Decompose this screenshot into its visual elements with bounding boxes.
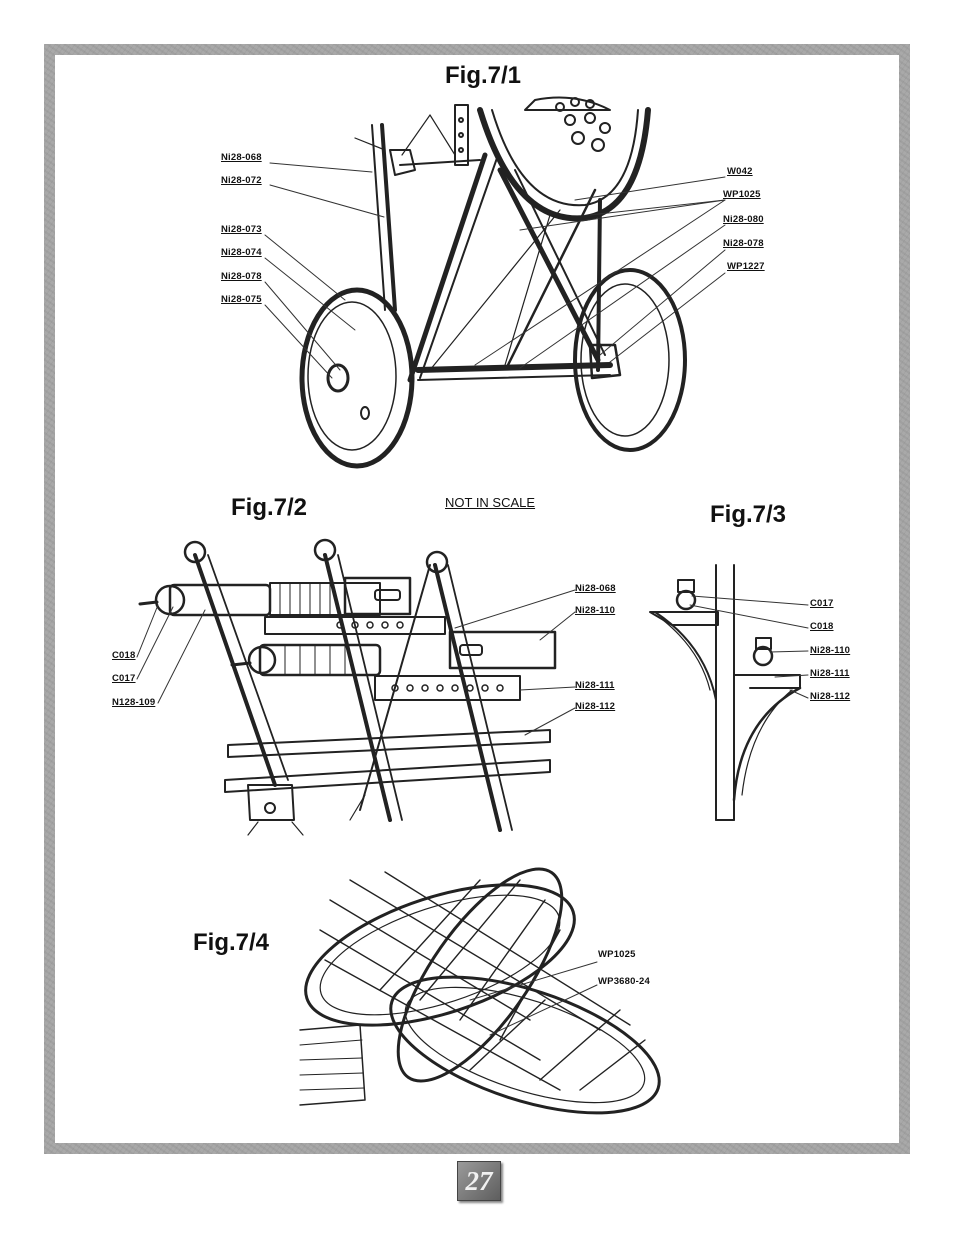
- fig4-title: Fig.7/4: [193, 929, 270, 956]
- fig4-tail-frame-drawing: [299, 867, 661, 1115]
- fig1-label: W042: [727, 166, 753, 177]
- fig2-label: Ni28-068: [575, 583, 616, 594]
- fig2-label: Ni28-112: [575, 701, 616, 712]
- fig1-label: Ni28-074: [221, 247, 262, 258]
- fig2-label: Ni28-110: [575, 605, 616, 616]
- fig1-label: Ni28-073: [221, 224, 262, 235]
- fig3-label: Ni28-110: [810, 645, 851, 656]
- fig1-label: Ni28-078: [221, 271, 262, 282]
- fig1-label: Ni28-080: [723, 214, 764, 225]
- fig3-label: C018: [810, 621, 834, 632]
- fig3-bracket-drawing: [649, 564, 809, 821]
- fig1-title: Fig.7/1: [445, 62, 522, 89]
- fig2-label: Ni28-111: [575, 680, 615, 691]
- fig2-gun-mount-drawing: [136, 538, 576, 836]
- fig1-label: Ni28-068: [221, 152, 262, 163]
- drawing-sheet: [55, 55, 899, 1143]
- fig2-label: C018: [112, 650, 136, 661]
- fig3-title: Fig.7/3: [710, 501, 787, 528]
- fig3-label: Ni28-111: [810, 668, 850, 679]
- fig1-landing-gear-drawing: [264, 96, 726, 469]
- fig2-label: N128-109: [112, 697, 156, 708]
- fig4-label: WP3680-24: [598, 976, 650, 987]
- fig2-label: C017: [112, 673, 136, 684]
- fig2-title: Fig.7/2: [231, 494, 308, 521]
- scale-note: NOT IN SCALE: [445, 495, 536, 510]
- fig1-label: Ni28-078: [723, 238, 764, 249]
- page-number: 27: [457, 1161, 501, 1201]
- fig1-label: Ni28-075: [221, 294, 262, 305]
- fig1-label: Ni28-072: [221, 175, 262, 186]
- fig1-label: WP1025: [723, 189, 761, 200]
- fig3-label: C017: [810, 598, 834, 609]
- fig4-label: WP1025: [598, 949, 636, 960]
- fig3-label: Ni28-112: [810, 691, 851, 702]
- page-border: [44, 44, 910, 1154]
- fig1-label: WP1227: [727, 261, 765, 272]
